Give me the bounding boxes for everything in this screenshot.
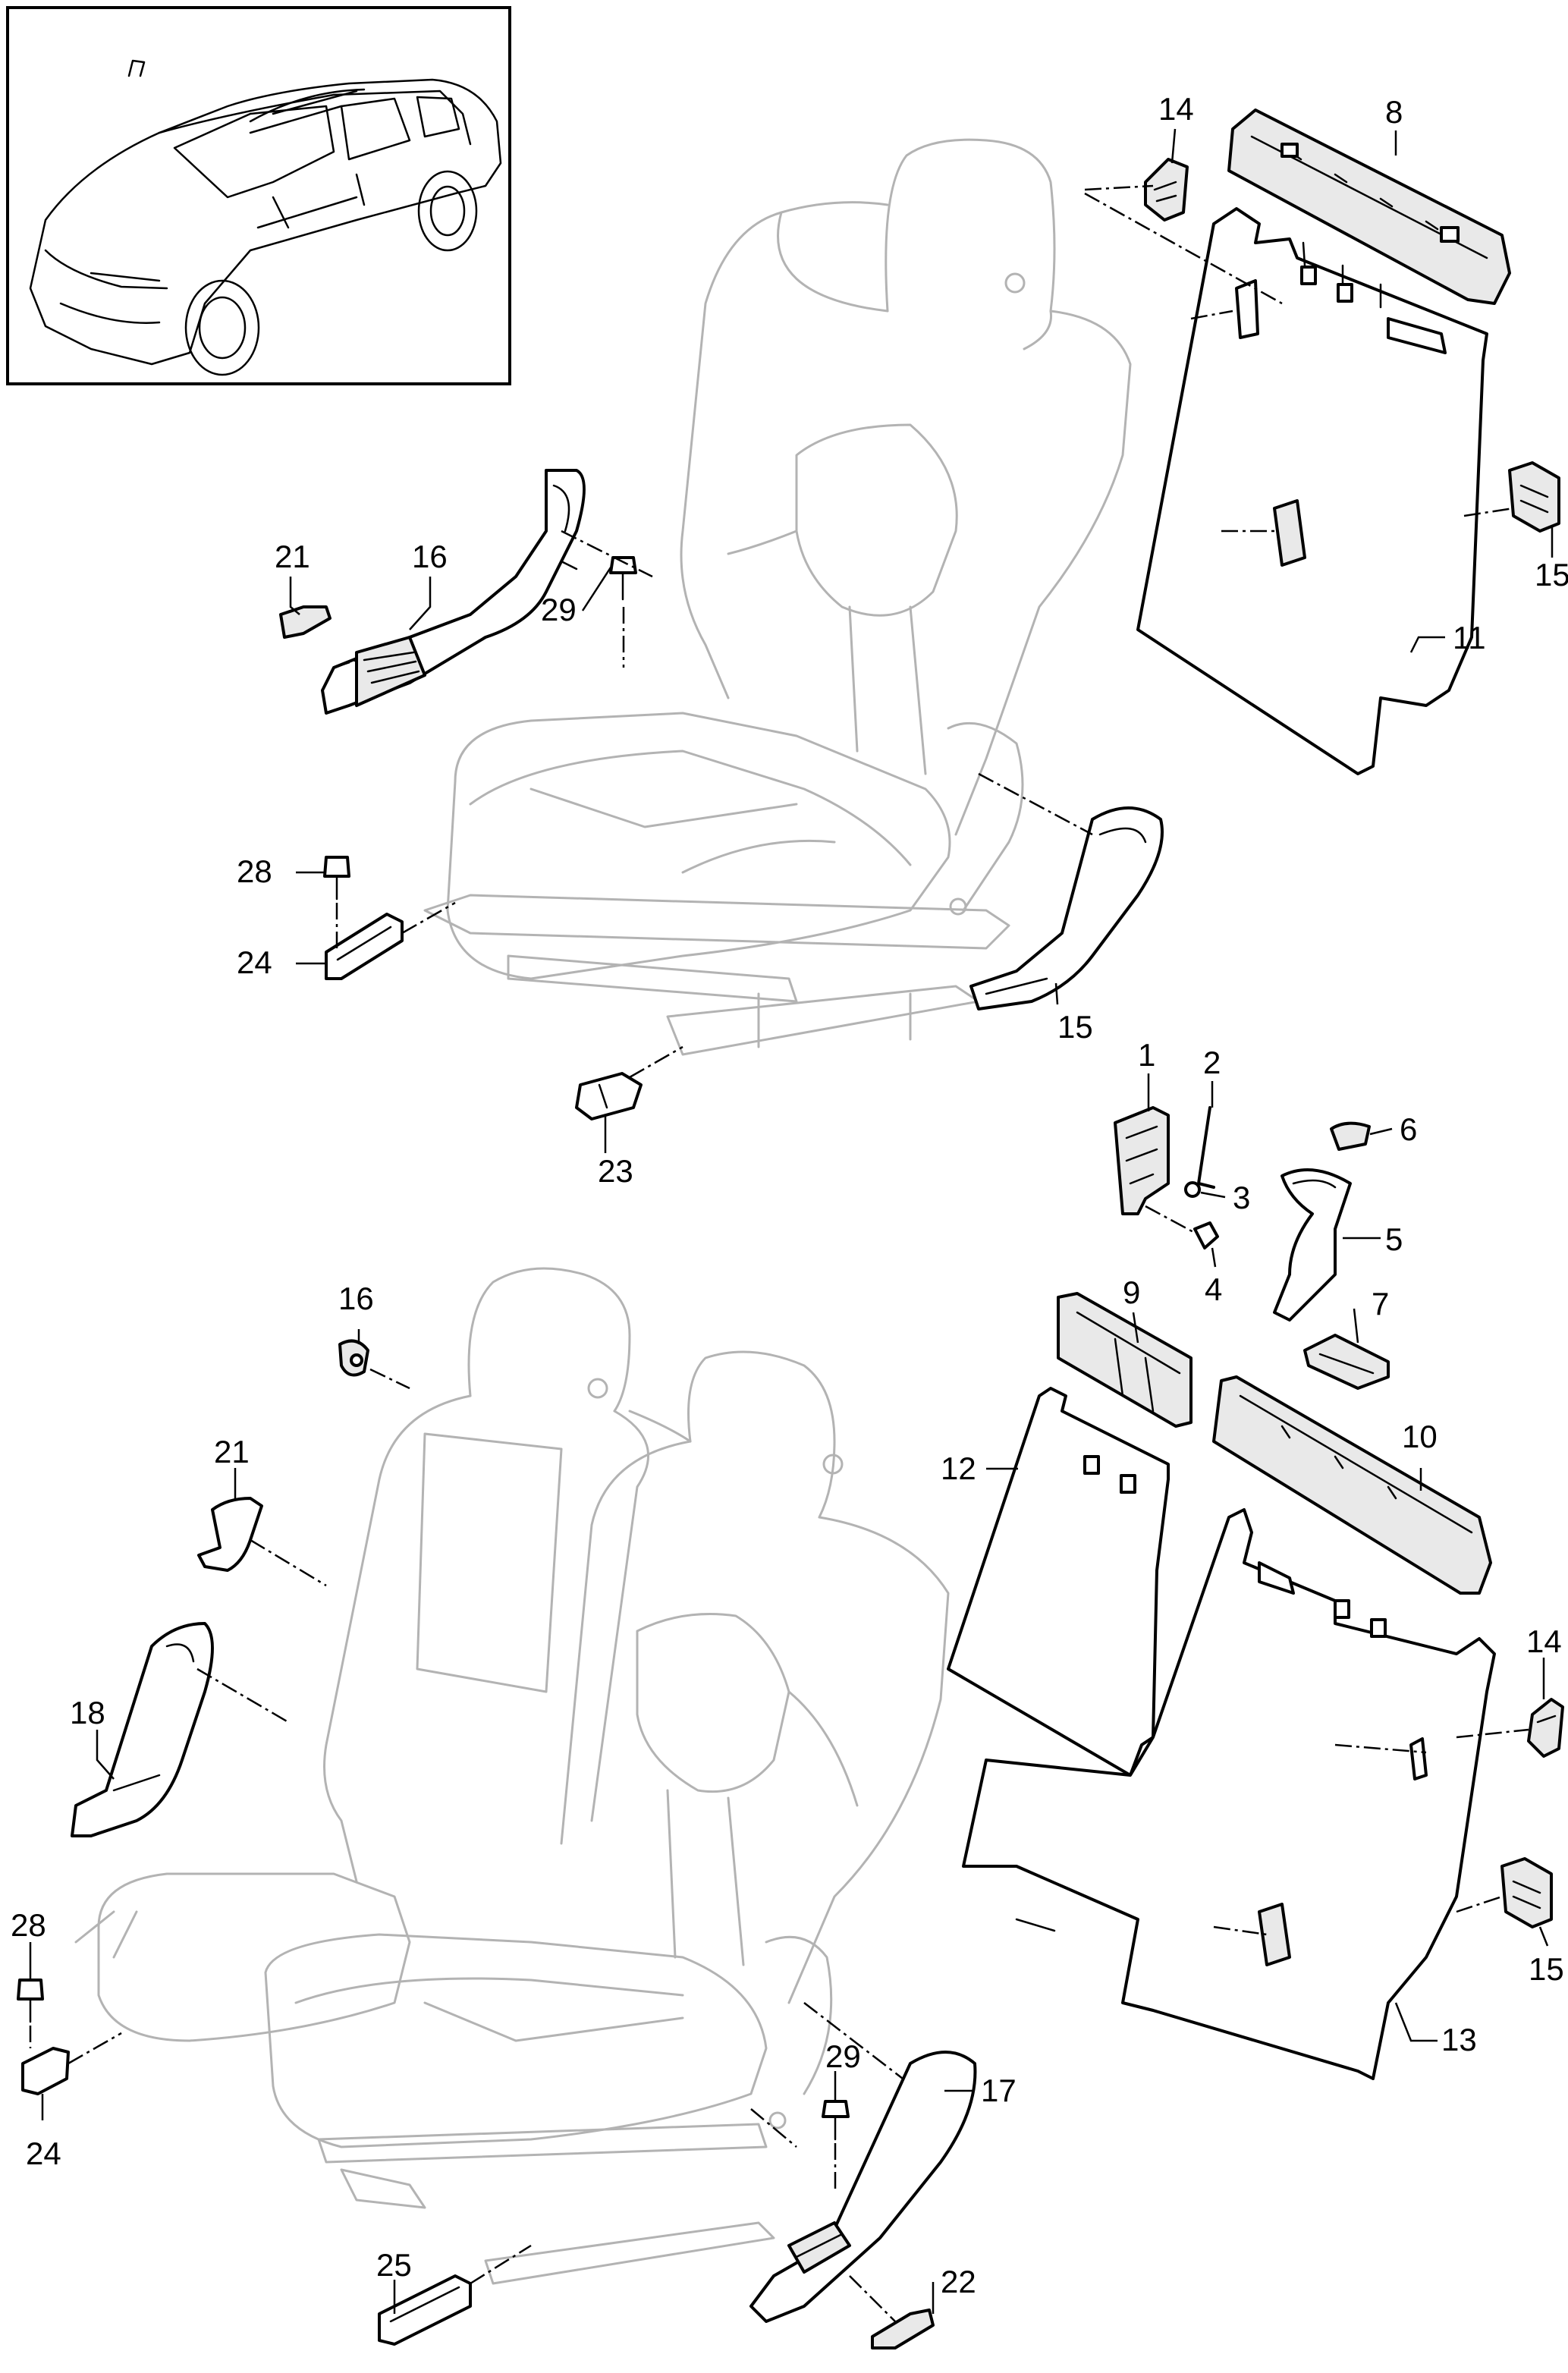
part-7-trim-piece (1303, 1334, 1390, 1390)
part-1-hinge-bracket (1114, 1106, 1170, 1215)
part-16-grommet (338, 1339, 369, 1377)
part-29-screw-lower (822, 2100, 850, 2141)
part-3-washer (1184, 1181, 1201, 1198)
part-29-screw-upper (609, 556, 637, 601)
part-10-backrest-top-trim (1212, 1375, 1492, 1595)
part-18-side-trim (321, 469, 586, 715)
part-28-screw-upper (323, 856, 350, 900)
callout-8: 8 (1385, 94, 1403, 130)
callout-18: 16 (412, 539, 448, 574)
part-24-rail-cover (325, 913, 404, 980)
part-15-latch-lower (1500, 1857, 1553, 1928)
part-14-clip-upper (1144, 158, 1189, 222)
part-22-lever (871, 2309, 935, 2349)
callout-12: 12 (941, 1451, 976, 1486)
part-6-cap (1330, 1121, 1371, 1151)
callout-29-upper: 29 (541, 592, 577, 627)
part-14-clip-lower (1527, 1698, 1564, 1758)
callout-4: 4 (1205, 1271, 1222, 1307)
callout-15-upper: 15 (1535, 557, 1568, 592)
part-4-bolt (1193, 1221, 1219, 1249)
callout-3: 3 (1233, 1180, 1250, 1215)
part-12-backrest-panel (947, 1387, 1170, 1777)
callout-11: 11 (1453, 620, 1486, 655)
callout-19: 17 (981, 2073, 1017, 2108)
callout-9: 9 (1123, 1275, 1140, 1310)
part-11-backrest-panel (1136, 207, 1488, 775)
callout-14-lower: 14 (1526, 1623, 1562, 1659)
callout-25: 23 (598, 1153, 633, 1189)
callout-2: 2 (1203, 1045, 1221, 1080)
part-13-backrest-panel (962, 1508, 1496, 2080)
upper-seat-outline (423, 138, 1132, 1056)
vehicle-thumbnail (6, 6, 511, 385)
callout-17: 15 (1057, 1009, 1093, 1045)
callout-14-upper: 14 (1158, 91, 1194, 127)
callout-23: 21 (275, 539, 310, 574)
part-25-clip (575, 1072, 643, 1120)
part-21-cover (197, 1497, 263, 1572)
part-26-rail-cover (21, 2047, 70, 2095)
leader-lines (29, 128, 1554, 2314)
callout-27: 25 (376, 2247, 412, 2283)
part-5-cover (1273, 1168, 1352, 1322)
callout-28-upper: 28 (237, 853, 272, 889)
callout-5: 5 (1385, 1221, 1403, 1257)
part-17-side-cover (969, 806, 1164, 1010)
callout-26: 24 (26, 2136, 61, 2171)
callout-20: 18 (70, 1695, 105, 1730)
callout-16: 16 (338, 1281, 374, 1316)
assembly-lines (29, 184, 1529, 2322)
part-28-screw-lower (17, 1979, 44, 2023)
callout-24: 24 (237, 944, 272, 980)
callout-15-lower: 15 (1529, 1951, 1564, 1987)
part-27-rail-cover (378, 2274, 472, 2346)
callout-10: 10 (1402, 1419, 1438, 1454)
callout-6: 6 (1400, 1111, 1417, 1147)
callout-22: 22 (941, 2264, 976, 2299)
callout-13: 13 (1441, 2022, 1477, 2057)
part-20-side-trim (71, 1622, 214, 1837)
callout-21: 21 (214, 1434, 250, 1469)
lower-seat-outline (74, 1267, 950, 2285)
callout-7: 7 (1372, 1286, 1389, 1322)
callout-28-lower: 28 (11, 1907, 46, 1943)
callout-29-lower: 29 (825, 2038, 861, 2074)
part-8-backrest-top-trim (1227, 108, 1511, 305)
part-9-backrest-top-trim (1057, 1292, 1192, 1428)
callout-labels: 14 8 15 11 21 16 29 28 24 15 23 1 2 6 3 … (11, 91, 1568, 2299)
part-2-rod (1196, 1106, 1215, 1189)
callout-1: 1 (1138, 1037, 1155, 1073)
part-15-latch-upper (1508, 461, 1560, 533)
part-23-lever (279, 605, 332, 639)
